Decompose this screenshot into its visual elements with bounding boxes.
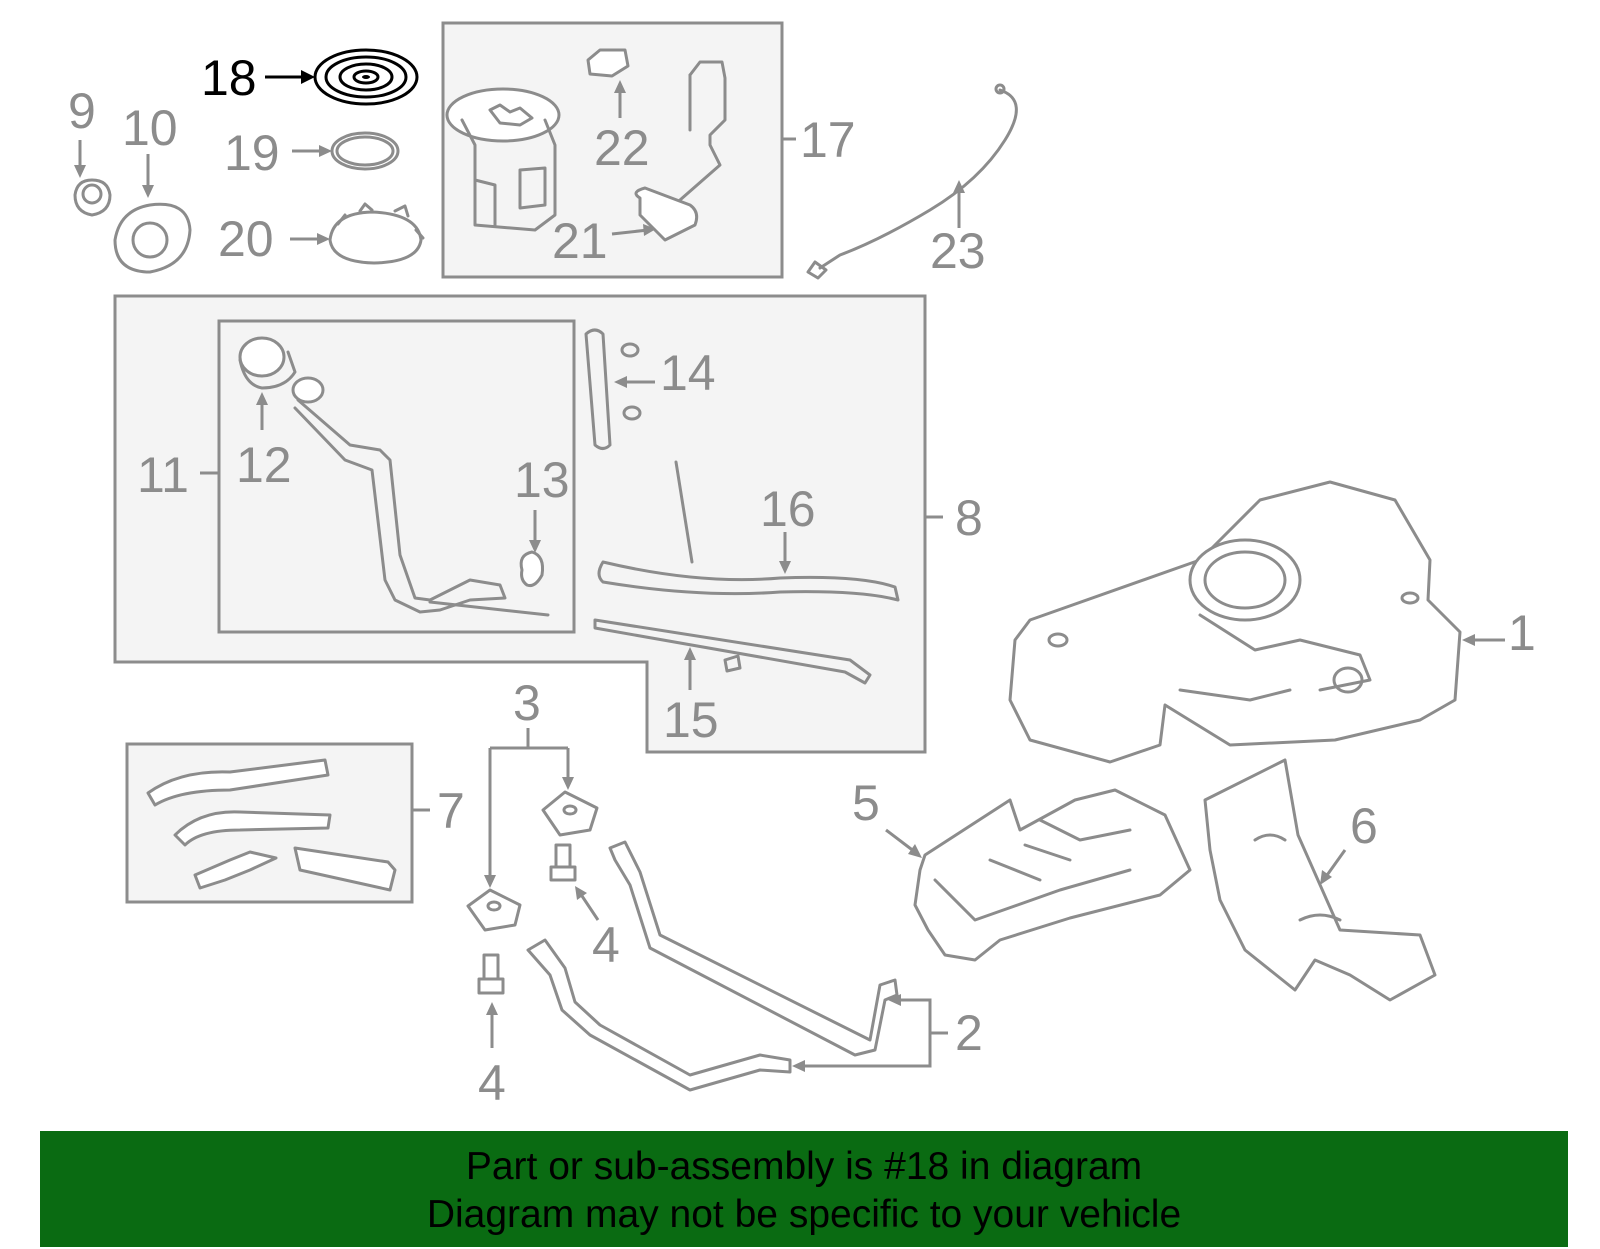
part-23-vent-line[interactable] (806, 83, 1018, 280)
leader-10 (142, 154, 154, 198)
callout-21: 21 (552, 213, 608, 269)
leader-21 (611, 224, 656, 236)
part-19-seal-ring[interactable] (330, 131, 400, 171)
leader-16 (779, 532, 791, 574)
part-3-clip-nut-upper[interactable] (541, 790, 599, 837)
callout-15: 15 (663, 692, 719, 748)
part-4-bolt-lower[interactable] (477, 953, 505, 995)
leader-15 (684, 647, 696, 690)
leader-18 (265, 70, 315, 84)
leader-4a (575, 886, 600, 921)
callout-4b: 4 (478, 1055, 506, 1111)
callout-18: 18 (201, 50, 257, 106)
callout-6: 6 (1350, 798, 1378, 854)
callout-11: 11 (137, 447, 189, 503)
callout-22: 22 (594, 120, 650, 176)
leader-5 (885, 828, 922, 858)
callout-8: 8 (955, 490, 983, 546)
part-16-hose[interactable] (597, 460, 900, 602)
callout-3: 3 (513, 675, 541, 731)
part-20-lock-ring[interactable] (328, 202, 425, 265)
callout-7: 7 (437, 783, 465, 839)
leader-2 (792, 994, 948, 1072)
leader-4b (486, 1002, 498, 1048)
part-2-tank-strap-front[interactable] (608, 840, 899, 1057)
leader-14 (614, 376, 655, 388)
part-3-clip-nut-lower[interactable] (466, 888, 522, 932)
part-17-fuel-pump-module[interactable] (445, 87, 561, 232)
part-10-flange[interactable] (113, 202, 192, 274)
leader-1 (1462, 634, 1505, 646)
callout-13: 13 (514, 452, 570, 508)
part-21-level-sender[interactable] (634, 60, 727, 242)
leader-19 (292, 145, 332, 157)
callout-4a: 4 (592, 917, 620, 973)
callout-10: 10 (122, 100, 178, 156)
leader-12 (256, 392, 268, 430)
callout-12: 12 (236, 437, 292, 493)
leader-6 (1320, 849, 1347, 885)
callout-9: 9 (68, 83, 96, 139)
part-18-gasket[interactable] (313, 48, 419, 106)
leader-20 (290, 233, 330, 245)
callout-5: 5 (852, 775, 880, 831)
callout-20: 20 (218, 211, 274, 267)
leader-13 (529, 510, 541, 553)
leader-22 (614, 80, 626, 118)
part-4-bolt-upper[interactable] (549, 843, 577, 882)
leader-9 (74, 140, 86, 178)
callout-16: 16 (760, 481, 816, 537)
leader-23 (953, 180, 965, 228)
part-11-filler-pipe[interactable] (291, 376, 550, 617)
callout-17: 17 (800, 112, 856, 168)
info-banner: Part or sub-assembly is #18 in diagram D… (40, 1131, 1568, 1247)
part-5-heat-shield[interactable] (913, 788, 1192, 962)
leader-3 (484, 728, 574, 888)
callout-19: 19 (224, 125, 280, 181)
part-9-cap[interactable] (73, 178, 112, 217)
callout-23: 23 (930, 223, 986, 279)
callout-1: 1 (1508, 605, 1536, 661)
part-13-clamp[interactable] (519, 550, 544, 587)
box-filler-pipe-subgroup (217, 319, 576, 634)
part-22-clip[interactable] (586, 48, 630, 78)
part-14-tube[interactable] (584, 328, 642, 450)
callout-14: 14 (660, 345, 716, 401)
part-6-heat-shield[interactable] (1203, 758, 1437, 1002)
part-15-brake-line[interactable] (593, 618, 872, 685)
part-12-filler-cap-ring[interactable] (238, 336, 297, 390)
part-1-fuel-tank[interactable] (1008, 480, 1462, 764)
callout-2: 2 (955, 1005, 983, 1061)
banner-line-part: Part or sub-assembly is #18 in diagram (465, 1145, 1143, 1188)
banner-line-disclaimer: Diagram may not be specific to your vehi… (426, 1193, 1182, 1236)
part-7-shield-kit[interactable] (146, 758, 397, 892)
part-2-tank-strap-rear[interactable] (526, 938, 792, 1092)
